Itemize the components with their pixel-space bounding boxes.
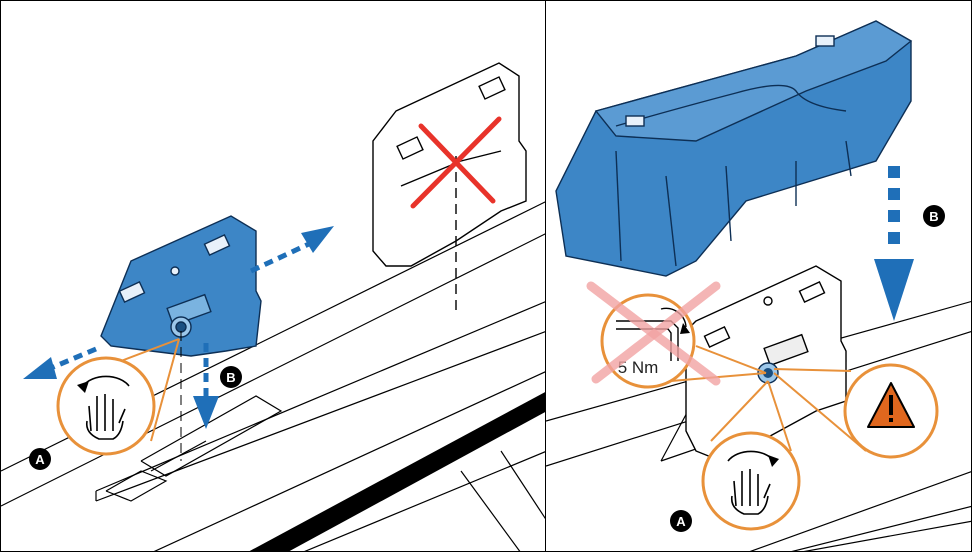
label-b-badge: B [220,366,242,388]
left-step-panel: A B [0,0,546,552]
blue-cover [555,20,913,277]
hand-rotate-icon [56,338,180,456]
hand-rotate-icon [701,380,801,531]
label-a: A [676,514,686,529]
hex-key-icon: 5 Nm [586,281,767,389]
left-step-illustration: A B [1,62,545,551]
wrong-bracket [372,62,527,311]
rail-edge-bar [249,392,545,551]
warning-icon [773,363,939,459]
label-b: B [226,370,235,385]
blue-bracket [100,215,262,357]
label-b: B [929,209,938,224]
label-a: A [35,452,45,467]
arrow-icon [874,166,914,321]
label-a-badge: A [29,448,51,470]
cross-mark-icon [410,116,502,209]
torque-value: 5 Nm [618,358,659,377]
arrow-icon [23,226,334,429]
right-step-panel: 5 Nm B A [545,0,972,552]
label-a-badge: A [670,510,692,532]
right-step-illustration: 5 Nm B A [546,20,971,551]
label-b-badge: B [923,205,945,227]
